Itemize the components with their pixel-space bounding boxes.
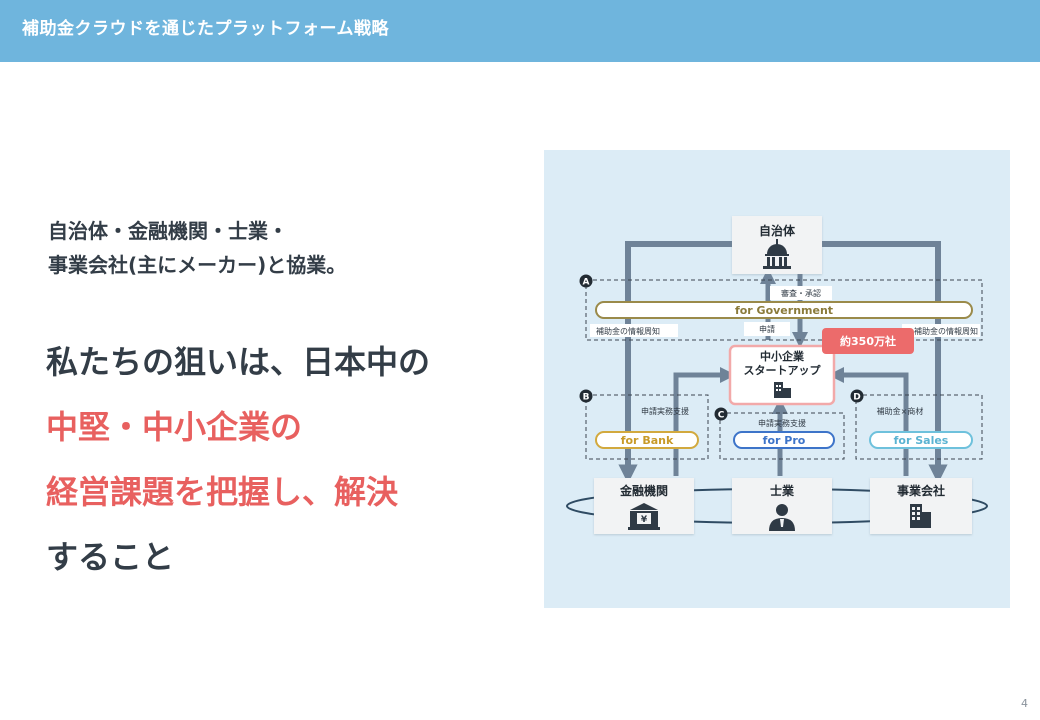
arrow-bank-to-center (673, 366, 737, 476)
page-number: 4 (1021, 697, 1028, 710)
person-icon (769, 504, 795, 531)
count-badge (822, 328, 914, 354)
goal-line-1: 私たちの狙いは、日本中の (46, 343, 431, 381)
intro-line-1: 自治体・金融機関・士業・ (48, 219, 288, 243)
goal-line-2: 中堅・中小企業の (46, 408, 303, 446)
platform-diagram: A B C D 審査・承認 申請 補助金の情報周知 補助金の情報周知 申請実務支… (544, 150, 1010, 608)
svg-text:¥: ¥ (641, 515, 648, 525)
node-sme-line-1: 中小企業 (760, 349, 805, 363)
node-company-label: 事業会社 (897, 483, 945, 498)
count-badge-label: 約350万社 (840, 334, 896, 348)
label-info-right: 補助金の情報周知 (914, 326, 978, 336)
marker-b-label: B (583, 393, 590, 403)
node-bank-label: 金融機関 (619, 483, 668, 498)
marker-a-label: A (583, 278, 590, 288)
pill-bank-label: for Bank (621, 434, 674, 447)
arrow-company-to-center (827, 366, 909, 476)
marker-b (579, 389, 593, 403)
label-support-b: 申請実務支援 (641, 406, 689, 416)
marker-c (714, 407, 728, 421)
label-review: 審査・承認 (781, 288, 821, 298)
marker-a (579, 274, 593, 288)
group-box-b (585, 394, 709, 460)
bank-icon: ¥ (628, 503, 660, 530)
office-building-icon (774, 382, 791, 398)
node-sme-line-2: スタートアップ (744, 363, 822, 377)
label-apply: 申請 (759, 324, 775, 334)
marker-d (850, 389, 864, 403)
government-building-icon (763, 239, 791, 269)
pill-pro-label: for Pro (763, 434, 806, 447)
arrow-gov-to-bank (618, 241, 732, 484)
marker-d-label: D (853, 393, 860, 403)
intro-line-2: 事業会社(主にメーカー)と協業。 (48, 253, 347, 277)
pill-government (595, 301, 973, 319)
pill-bank (595, 431, 699, 449)
node-municipality-label: 自治体 (759, 223, 796, 238)
goal-statement: 私たちの狙いは、日本中の 中堅・中小企業の 経営課題を把握し、解決 すること (46, 330, 430, 590)
node-sme-startup (728, 344, 836, 406)
pill-government-label: for Government (735, 304, 833, 317)
goal-line-3: 経営課題を把握し、解決 (46, 473, 399, 511)
pill-pro (733, 431, 835, 449)
company-building-icon (910, 504, 931, 528)
group-box-c (719, 412, 845, 460)
slide-title: 補助金クラウドを通じたプラットフォーム戦略 (22, 19, 389, 39)
marker-c-label: C (718, 411, 725, 421)
group-box-a (585, 279, 983, 341)
label-info-left: 補助金の情報周知 (596, 326, 660, 336)
header-bar: 補助金クラウドを通じたプラットフォーム戦略 (0, 0, 1040, 62)
arrow-gov-to-company (822, 241, 948, 484)
pill-sales (869, 431, 973, 449)
label-subsidy-product: 補助金×商材 (877, 406, 924, 416)
diagram-svg: A B C D 審査・承認 申請 補助金の情報周知 補助金の情報周知 申請実務支… (566, 216, 988, 534)
group-box-d (855, 394, 983, 460)
label-support-c: 申請実務支援 (758, 418, 806, 428)
goal-line-4: すること (46, 538, 175, 576)
node-professional-label: 士業 (770, 483, 795, 498)
intro-text: 自治体・金融機関・士業・ 事業会社(主にメーカー)と協業。 (48, 214, 346, 282)
pill-sales-label: for Sales (894, 434, 949, 447)
